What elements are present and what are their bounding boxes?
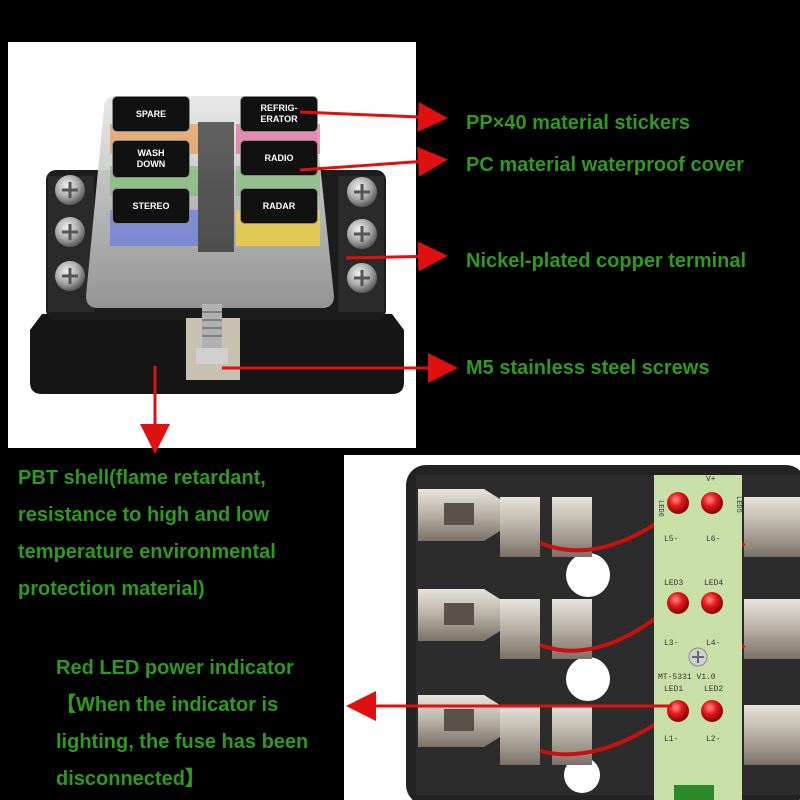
terminal-screws-left <box>48 175 94 312</box>
callout-led-line: Red LED power indicator <box>56 657 294 679</box>
fuse-block-photo: SPARE REFRIG- ERATOR WASH DOWN RADIO STE… <box>8 42 416 448</box>
pcb-label-led2: LED2 <box>704 685 724 694</box>
pcb-label-led5: LED5 <box>734 496 742 513</box>
callout-led: Red LED power indicator 【When the indica… <box>56 650 308 798</box>
sticker-stereo: STEREO <box>112 188 190 224</box>
callout-stickers: PP×40 material stickers <box>466 112 691 134</box>
pcb-label-l1: L1- <box>664 735 679 744</box>
sticker-spare: SPARE <box>112 96 190 132</box>
callout-led-line: 【When the indicator is <box>56 694 279 716</box>
pcb-label-led4: LED4 <box>704 579 724 588</box>
pcb-label-l3: L3- <box>664 639 679 648</box>
callout-shell-line: protection material) <box>18 578 205 600</box>
pcb-board <box>654 475 742 800</box>
spade-terminals <box>418 489 800 765</box>
pcb-label-led1: LED1 <box>664 685 684 694</box>
callout-led-line: lighting, the fuse has been <box>56 731 309 753</box>
pcb-label-l4: L4- <box>706 639 721 648</box>
pcb-label-led6: LED6 <box>656 500 664 517</box>
callout-screws: M5 stainless steel screws <box>466 357 710 379</box>
pcb-label-v-plus: V+ <box>706 475 716 484</box>
callout-shell: PBT shell(flame retardant, resistance to… <box>18 460 276 608</box>
terminal-screws-right <box>338 176 384 312</box>
led-board-photo: V+ L5- L6- LED3 LED4 L3- L4- MT-5331 V1.… <box>344 455 800 800</box>
callout-led-line: disconnected】 <box>56 768 205 790</box>
sticker-wash-down: WASH DOWN <box>112 140 190 178</box>
callout-shell-line: resistance to high and low <box>18 504 270 526</box>
arrow-stickers <box>299 102 448 132</box>
arrow-cover <box>299 146 448 177</box>
callout-shell-line: temperature environmental <box>18 541 276 563</box>
arrow-terminal <box>345 241 448 272</box>
pcb-label-l5: L5- <box>664 535 679 544</box>
sticker-radio: RADIO <box>240 140 318 176</box>
red-leds <box>667 492 723 722</box>
pcb-label-led3: LED3 <box>664 579 684 588</box>
callout-shell-line: PBT shell(flame retardant, <box>18 467 266 489</box>
pcb-label-l2: L2- <box>706 735 721 744</box>
callout-cover: PC material waterproof cover <box>466 154 744 176</box>
callout-terminal: Nickel-plated copper terminal <box>466 250 747 272</box>
sticker-radar: RADAR <box>240 188 318 224</box>
pcb-label-model: MT-5331 V1.0 <box>658 673 716 682</box>
pcb-label-l6: L6- <box>706 535 721 544</box>
